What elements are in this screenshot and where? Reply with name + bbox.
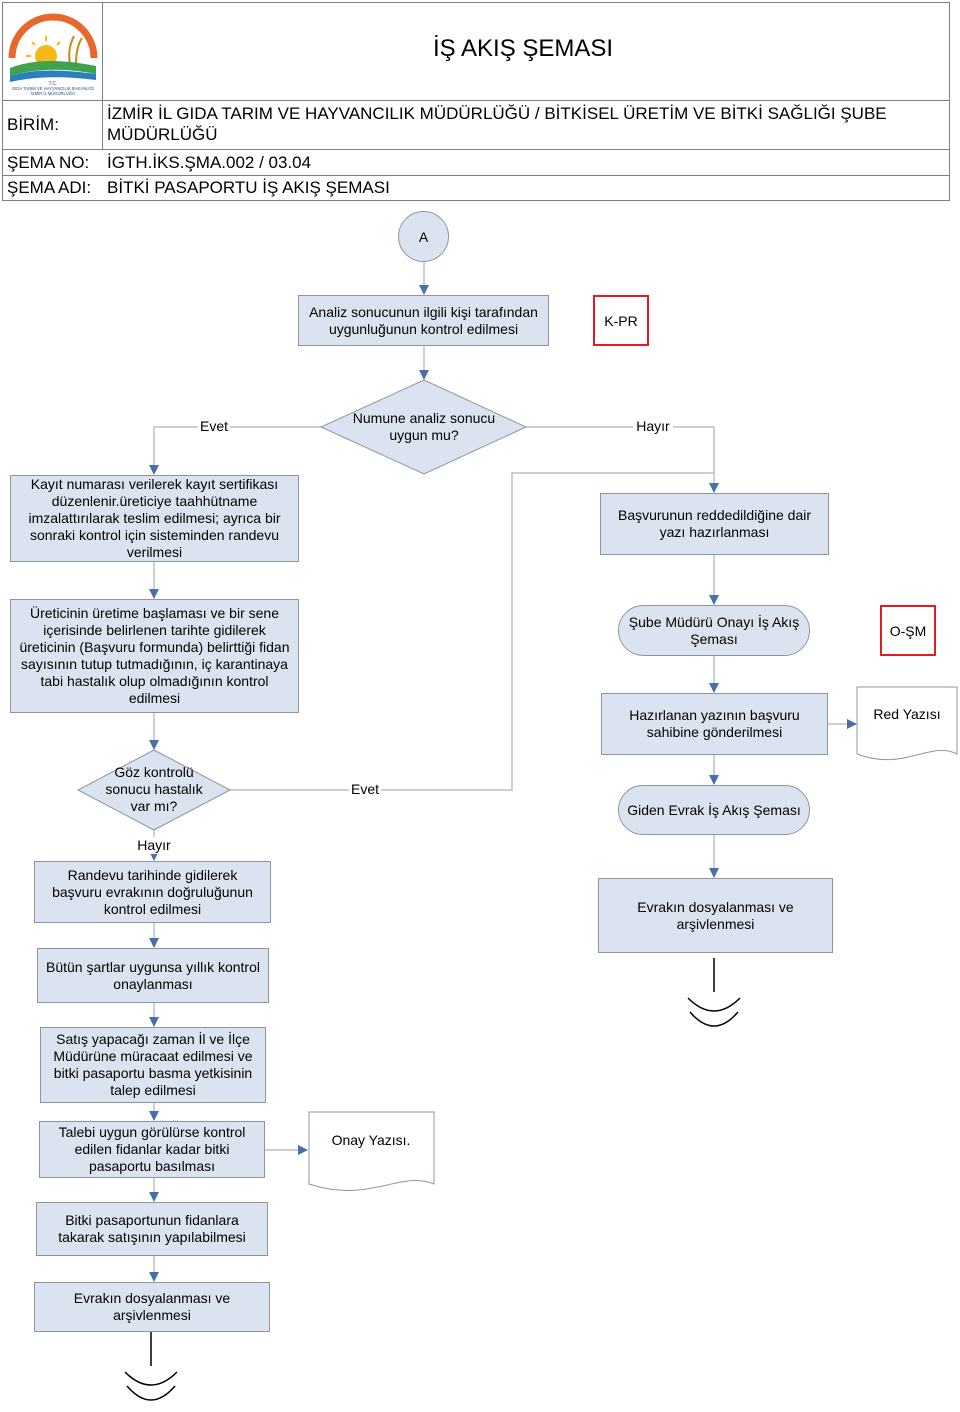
ref-osm: O-ŞM bbox=[880, 605, 936, 656]
step-satis-muracaat: Satış yapacağı zaman İl ve İlçe Müdürüne… bbox=[40, 1027, 266, 1103]
sema-adi-label: ŞEMA ADI: bbox=[7, 178, 92, 197]
step-evrak-arsiv-sol: Evrakın dosyalanması ve arşivlenmesi bbox=[34, 1282, 270, 1332]
step-evrak-arsiv-sag: Evrakın dosyalanması ve arşivlenmesi bbox=[598, 878, 833, 953]
step-pasaport-satis: Bitki pasaportunun fidanlara takarak sat… bbox=[36, 1202, 268, 1256]
page-title: İŞ AKIŞ ŞEMASI bbox=[433, 35, 614, 62]
sema-adi-value: BİTKİ PASAPORTU İŞ AKIŞ ŞEMASI bbox=[107, 178, 390, 197]
step-pasaport-basim: Talebi uygun görülürse kontrol edilen fi… bbox=[39, 1121, 265, 1178]
start-connector-a: A bbox=[398, 211, 449, 262]
step-sube-mudur-onayi: Şube Müdürü Onayı İş Akış Şeması bbox=[618, 605, 810, 656]
step-giden-evrak: Giden Evrak İş Akış Şeması bbox=[618, 785, 810, 835]
step-yillik-kontrol-onay: Bütün şartlar uygunsa yıllık kontrol ona… bbox=[37, 948, 269, 1003]
step-red-yazi-hazirlama: Başvurunun reddedildiğine dair yazı hazı… bbox=[600, 493, 829, 555]
step-analiz-kontrol: Analiz sonucunun ilgili kişi tarafından … bbox=[298, 295, 549, 346]
header-birim-value-cell bbox=[102, 100, 950, 150]
arrow-karar1-kayit bbox=[149, 426, 321, 475]
decision-diamond-1 bbox=[319, 379, 528, 475]
archive-symbol-left bbox=[124, 1332, 178, 1401]
svg-text:İZMİR İL MÜDÜRLÜĞÜ: İZMİR İL MÜDÜRLÜĞÜ bbox=[31, 91, 75, 96]
step-yazi-gonderme: Hazırlanan yazının başvuru sahibine gönd… bbox=[601, 693, 828, 755]
ministry-logo: T.C. GIDA TARIM VE HAYVANCILIK BAKANLIĞI… bbox=[8, 13, 98, 96]
archive-symbol-right bbox=[687, 958, 741, 1027]
sema-no-value: İGTH.İKS.ŞMA.002 / 03.04 bbox=[107, 153, 312, 172]
label-evet-1: Evet bbox=[198, 418, 230, 435]
step-uretici-kontrol: Üreticinin üretime başlaması ve bir sene… bbox=[10, 599, 299, 713]
svg-text:GIDA TARIM VE HAYVANCILIK BAKA: GIDA TARIM VE HAYVANCILIK BAKANLIĞI bbox=[12, 86, 94, 91]
birim-label: BİRİM: bbox=[7, 115, 59, 134]
sema-no-label: ŞEMA NO: bbox=[7, 153, 90, 172]
onay-yazisi-doc-shape bbox=[308, 1111, 435, 1191]
red-yazisi-text: Red Yazısı bbox=[873, 706, 941, 722]
decision-2-text: Göz kontrolü sonucu hastalık var mı? bbox=[105, 764, 203, 814]
header-title-cell bbox=[102, 2, 950, 101]
ref-kpr: K-PR bbox=[593, 295, 649, 346]
decision-diamond-2 bbox=[76, 749, 232, 831]
onay-yazisi-text: Onay Yazısı. bbox=[331, 1132, 411, 1148]
label-hayir-2: Hayır bbox=[134, 837, 174, 854]
step-kayit-sertifika: Kayıt numarası verilerek kayıt sertifika… bbox=[10, 475, 299, 562]
label-hayir-1: Hayır bbox=[633, 418, 673, 435]
birim-value-line2: MÜDÜRLÜĞÜ bbox=[107, 125, 218, 144]
header-semaadi-row bbox=[2, 175, 950, 201]
svg-text:T.C.: T.C. bbox=[49, 81, 58, 87]
birim-value-line1: İZMİR İL GIDA TARIM VE HAYVANCILIK MÜDÜR… bbox=[107, 104, 887, 123]
red-yazisi-doc-shape bbox=[856, 686, 958, 761]
label-evet-2: Evet bbox=[349, 781, 381, 798]
step-randevu-kontrol: Randevu tarihinde gidilerek başvuru evra… bbox=[34, 861, 271, 923]
arrow-karar1-red bbox=[526, 426, 719, 493]
decision-1-text: Numune analiz sonucu uygun mu? bbox=[352, 410, 496, 443]
